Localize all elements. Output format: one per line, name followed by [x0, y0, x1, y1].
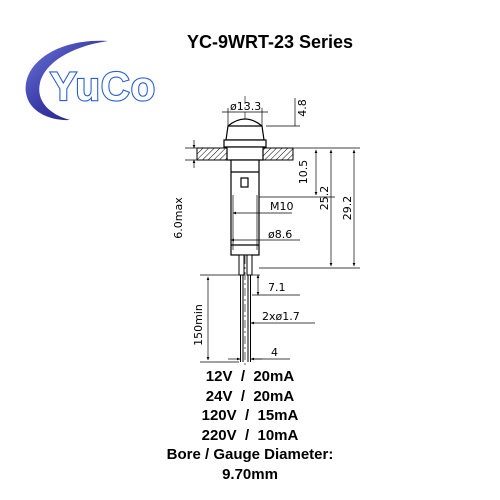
dim-lead-length	[200, 274, 239, 363]
bore-label: Bore / Gauge Diameter:	[166, 446, 334, 463]
specifications: 12V / 20mA 24V / 20mA 120V / 15mA 220V /…	[120, 367, 380, 484]
label-body-length: 10.5	[297, 160, 310, 185]
label-lead-length: 150min	[192, 304, 205, 346]
dim-panel-thickness	[185, 140, 227, 168]
spec-line: 120V / 15mA	[201, 407, 299, 424]
led-head	[223, 118, 267, 148]
label-length-to-thread: 25.2	[318, 186, 331, 211]
label-head-diameter: ø13.3	[230, 100, 261, 113]
label-terminal-span: 7.1	[268, 281, 286, 294]
spec-line: 220V / 10mA	[201, 426, 299, 444]
extension-lines	[259, 147, 360, 269]
label-thread-diameter: ø8.6	[268, 228, 292, 241]
label-thread: M10	[270, 200, 294, 213]
terminal-pins	[238, 254, 253, 362]
spec-line: 12V / 20mA	[205, 368, 295, 385]
label-panel-thickness: 6.0max	[172, 197, 185, 239]
label-head-height: 4.8	[296, 99, 309, 117]
dim-head-height	[266, 98, 300, 127]
spec-line: 24V / 20mA	[205, 387, 295, 405]
label-pin-spacing: 4	[271, 346, 278, 359]
dim-terminal-span	[252, 274, 300, 296]
dim-head-diameter	[222, 108, 268, 126]
logo-swoosh	[25, 40, 108, 121]
page-title: YC-9WRT-23 Series	[186, 32, 354, 52]
housing-body	[226, 146, 264, 256]
yuco-logo: YuCo	[25, 40, 156, 121]
label-terminal-pins: 2xø1.7	[262, 310, 300, 323]
bore-value: 9.70mm	[222, 465, 278, 483]
logo-text: YuCo	[50, 65, 156, 109]
label-overall-length: 29.2	[341, 196, 354, 221]
